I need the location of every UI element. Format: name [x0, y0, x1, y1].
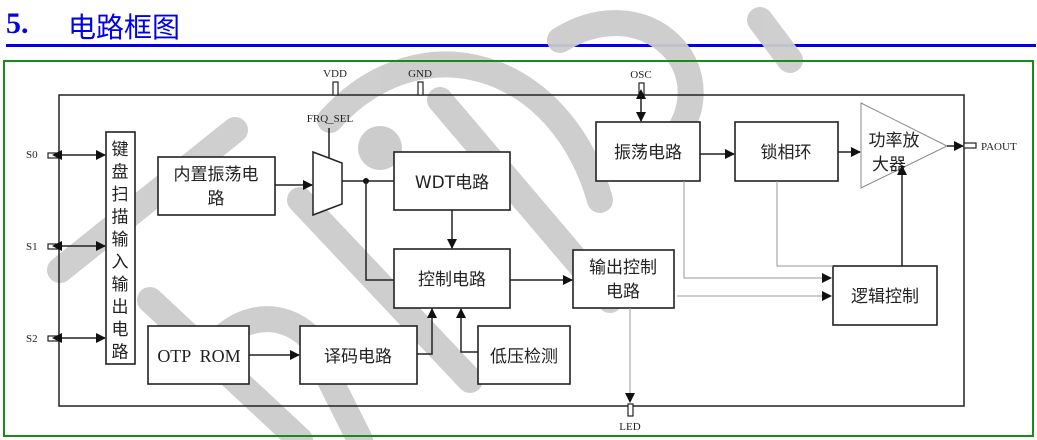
block-keyboard-io-char: 盘 [112, 163, 129, 183]
heading-number: 5. [6, 7, 29, 40]
block-output-control-box [572, 249, 675, 309]
arrow-lowvolt-to-control [456, 308, 478, 353]
block-internal-osc-label-2: 路 [208, 189, 225, 209]
block-otp-rom-label: OTP ROM [157, 346, 240, 366]
block-output-control-label-1: 输出控制 [589, 258, 657, 278]
block-logic-control: 逻辑控制 [832, 265, 938, 326]
pin-s1-pad [47, 243, 60, 250]
block-keyboard-io-char: 描 [112, 208, 129, 228]
block-keyboard-io-char: 键 [112, 140, 129, 160]
pin-vdd: VDD [323, 68, 347, 96]
frequency-select-mux: FRQ_SEL [307, 113, 354, 217]
block-oscillator-label: 振荡电路 [614, 143, 682, 163]
block-keyboard-io-char: 路 [112, 343, 129, 363]
block-keyboard-io-box [105, 131, 136, 365]
block-otp-rom-box [147, 325, 250, 385]
block-wdt: WDT电路 [393, 151, 511, 211]
block-decoder-label: 译码电路 [324, 347, 392, 367]
block-oscillator: 振荡电路 [595, 121, 701, 182]
pin-s0-label: S0 [26, 149, 38, 161]
pin-led-pad [627, 403, 634, 417]
pin-s0-pad [47, 152, 60, 159]
mux-shape [312, 150, 343, 217]
pin-frq-sel-label: FRQ_SEL [307, 113, 354, 125]
watermark-stroke [317, 51, 613, 213]
block-decoder-box [299, 325, 418, 385]
pin-vdd-label: VDD [323, 68, 347, 80]
pin-led: LED [619, 403, 641, 433]
block-low-voltage-label: 低压检测 [490, 347, 558, 367]
block-oscillator-box [595, 121, 701, 182]
pin-osc: OSC [630, 69, 652, 122]
block-keyboard-io-char: 输 [112, 230, 129, 250]
pin-s2-pad [47, 335, 60, 342]
block-pll-label: 锁相环 [761, 143, 812, 163]
heading-underline [6, 44, 1036, 47]
block-low-voltage: 低压检测 [477, 325, 571, 385]
pin-led-label: LED [619, 421, 640, 433]
section-heading: 5. 电路框图 [3, 4, 1036, 47]
block-decoder: 译码电路 [299, 325, 418, 385]
block-control-box [393, 248, 511, 309]
block-logic-control-label: 逻辑控制 [851, 287, 919, 307]
block-power-amp-label-1: 功率放 [869, 131, 920, 151]
wire-pll-to-logic [776, 181, 833, 267]
block-keyboard-io-char: 入 [112, 253, 129, 273]
block-keyboard-io-char: 出 [112, 298, 129, 318]
block-internal-osc: 内置振荡电 路 [157, 156, 276, 216]
block-logic-control-box [832, 265, 938, 326]
block-control-label: 控制电路 [418, 270, 486, 290]
arrow-decoder-to-control [417, 308, 437, 355]
pin-paout-pad [963, 142, 977, 149]
pin-vdd-pad [332, 81, 339, 96]
watermark-dot [358, 126, 402, 170]
pin-s2-label: S2 [26, 333, 38, 345]
pin-gnd: GND [408, 68, 432, 96]
pin-s2: S2 [26, 333, 106, 345]
wire-mux-to-control [365, 181, 394, 281]
pin-paout-label: PAOUT [981, 141, 1017, 153]
block-internal-osc-box [157, 156, 276, 216]
block-pll: 锁相环 [734, 121, 839, 182]
block-power-amp-label-2: 大器 [872, 155, 906, 175]
pin-gnd-pad [417, 81, 424, 96]
pin-osc-label: OSC [630, 69, 651, 81]
watermark-stroke [287, 187, 483, 393]
block-output-control-label-2: 电路 [606, 282, 640, 302]
heading-title: 电路框图 [68, 11, 181, 44]
block-keyboard-io-char: 电 [112, 320, 129, 340]
block-power-amp: 功率放 大器 [860, 102, 949, 189]
wire-osc-to-logic [683, 181, 832, 283]
watermark-stroke [547, 10, 704, 143]
block-keyboard-io-char: 输 [112, 275, 129, 295]
block-otp-rom: OTP ROM [147, 325, 250, 385]
pin-paout: PAOUT [963, 141, 1017, 153]
block-wdt-box [393, 151, 511, 211]
pin-osc-pad [638, 82, 645, 96]
watermark-stroke [747, 7, 803, 73]
outer-frame [3, 60, 1034, 437]
block-control: 控制电路 [393, 248, 511, 309]
block-low-voltage-box [477, 325, 571, 385]
pin-s1: S1 [26, 241, 106, 253]
block-keyboard-io-char: 扫 [112, 185, 129, 205]
pin-s1-label: S1 [26, 241, 38, 253]
block-output-control: 输出控制 电路 [572, 249, 675, 309]
pin-gnd-label: GND [408, 68, 432, 80]
block-internal-osc-label-1: 内置振荡电 [174, 165, 259, 185]
block-wdt-label: WDT电路 [415, 173, 489, 193]
pin-s0: S0 [26, 149, 106, 161]
